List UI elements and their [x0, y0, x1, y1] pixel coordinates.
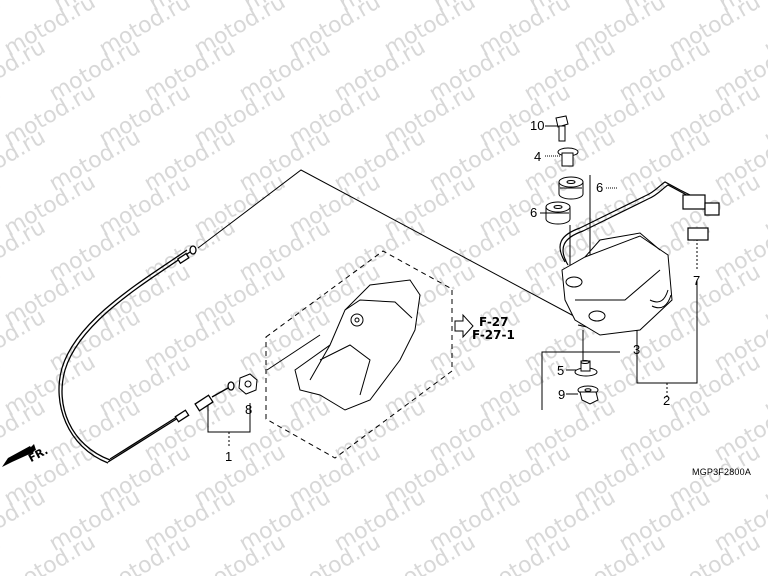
callout-10: 10 — [530, 118, 545, 133]
grommet-6b — [545, 201, 571, 225]
reference-label-f27[interactable]: F-27 — [479, 315, 509, 329]
collar-5 — [574, 360, 598, 377]
callout-6a: 6 — [596, 180, 604, 195]
housing-part — [266, 279, 421, 411]
callout-8: 8 — [245, 402, 253, 417]
nut-9 — [577, 385, 599, 405]
reference-arrow-icon — [454, 313, 474, 339]
grommet-6a — [558, 176, 584, 200]
callout-2: 2 — [663, 393, 671, 408]
actuator-body-3 — [561, 232, 673, 336]
wire-harness — [559, 181, 720, 266]
cable — [58, 245, 235, 464]
callout-5: 5 — [557, 363, 565, 378]
reference-frame — [265, 250, 453, 459]
collar-4 — [557, 147, 579, 167]
bolt-10 — [555, 115, 569, 142]
callout-7: 7 — [693, 273, 701, 288]
callout-6b: 6 — [530, 205, 538, 220]
nut-8 — [238, 373, 258, 395]
reference-label-f27-1[interactable]: F-27-1 — [472, 328, 515, 342]
callout-9: 9 — [558, 387, 566, 402]
callout-1: 1 — [225, 449, 233, 464]
callout-3: 3 — [633, 342, 641, 357]
diagram-code: MGP3F2800A — [692, 467, 752, 477]
leader-lines — [197, 125, 698, 448]
callout-4: 4 — [534, 149, 542, 164]
